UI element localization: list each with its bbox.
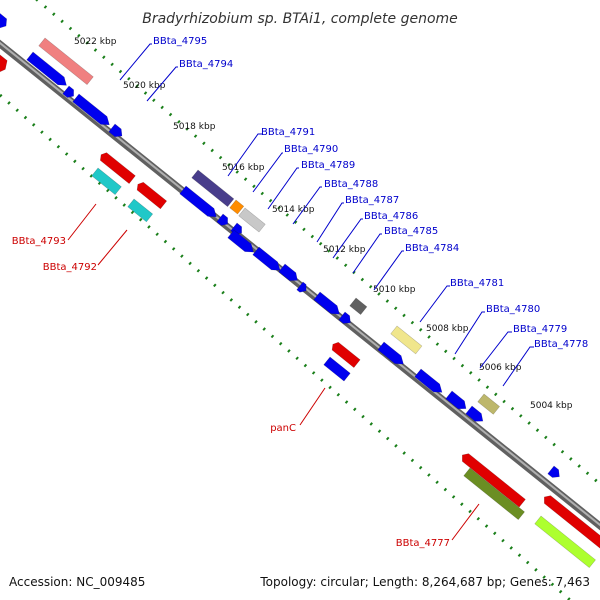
gene-feature[interactable] [414,368,445,396]
gene-feature[interactable] [108,123,125,140]
gene-label[interactable]: BBta_4777 [396,538,450,549]
gene-feature[interactable] [338,311,354,327]
gene-feature[interactable] [463,467,525,521]
gene-feature[interactable] [296,281,310,295]
gene-feature[interactable] [0,52,10,75]
gene-label[interactable]: BBta_4785 [384,226,438,237]
gene-label[interactable]: BBta_4787 [345,195,399,206]
gene-feature[interactable] [541,493,600,553]
gene-label[interactable]: BBta_4792 [43,262,97,273]
gene-feature[interactable] [179,185,220,221]
gene-feature[interactable] [323,356,351,382]
forward-gene-labels: BBta_4795 BBta_4794 BBta_4791 BBta_4790 … [153,36,588,350]
gene-feature[interactable] [377,341,407,368]
gene-label[interactable]: BBta_4781 [450,278,504,289]
gene-label[interactable]: BBta_4784 [405,243,459,254]
gene-feature[interactable] [349,297,368,315]
gene-label[interactable]: BBta_4790 [284,144,338,155]
gene-label[interactable]: BBta_4794 [179,59,233,70]
forward-leaders [119,43,534,387]
gene-label[interactable]: BBta_4795 [153,36,207,47]
gene-feature[interactable] [127,198,154,223]
gene-label[interactable]: BBta_4786 [364,211,418,222]
genome-summary: Topology: circular; Length: 8,264,687 bp… [259,575,590,589]
map-title: Bradyrhizobium sp. BTAi1, complete genom… [142,11,458,27]
ruler-label-5006: 5006 kbp [479,363,522,373]
gene-features [0,12,600,569]
gene-label[interactable]: BBta_4778 [534,339,588,350]
gene-feature[interactable] [252,246,283,274]
gene-feature[interactable] [191,169,235,207]
gene-feature[interactable] [216,213,231,228]
ruler-label-5008: 5008 kbp [426,324,469,334]
gene-feature[interactable] [445,390,469,413]
outer-scale-track [35,0,600,486]
inner-scale-track [0,93,571,600]
gene-feature[interactable] [278,263,301,284]
gene-feature[interactable] [477,393,500,415]
gene-label[interactable]: BBta_4789 [301,160,355,171]
gene-feature[interactable] [229,199,245,215]
gene-feature[interactable] [465,405,486,425]
gene-feature[interactable] [38,37,94,85]
gene-feature[interactable] [0,12,10,30]
gene-feature[interactable] [72,93,113,129]
gene-label[interactable]: BBta_4788 [324,179,378,190]
reverse-leaders [67,203,480,541]
gene-label[interactable]: BBta_4793 [12,236,66,247]
gene-feature[interactable] [534,515,596,569]
gene-feature[interactable] [135,180,168,210]
ruler-label-5004: 5004 kbp [530,401,573,411]
ruler-label-5010: 5010 kbp [373,285,416,295]
ruler-label-5020: 5020 kbp [123,81,166,91]
gene-label[interactable]: panC [270,423,296,434]
gene-feature[interactable] [459,451,526,508]
gene-feature[interactable] [26,51,70,89]
gene-feature[interactable] [98,151,136,184]
ruler-label-5022: 5022 kbp [74,37,117,47]
gene-feature[interactable] [238,207,266,233]
accession-text: Accession: NC_009485 [9,575,145,589]
reverse-gene-labels: BBta_4793 BBta_4792 panC BBta_4777 [12,236,450,549]
gene-label[interactable]: BBta_4779 [513,324,567,335]
gene-label[interactable]: BBta_4791 [261,127,315,138]
gene-label[interactable]: BBta_4780 [486,304,540,315]
gene-feature[interactable] [227,229,257,256]
kbp-ruler: 5022 kbp 5020 kbp 5018 kbp 5016 kbp 5014… [74,37,573,411]
gene-feature[interactable] [547,465,563,481]
ruler-label-5016: 5016 kbp [222,163,265,173]
gene-feature[interactable] [313,291,343,318]
ruler-label-5014: 5014 kbp [272,205,315,215]
gene-feature[interactable] [330,340,361,368]
ruler-label-5018: 5018 kbp [173,122,216,132]
gene-feature[interactable] [62,85,77,100]
gene-feature[interactable] [91,167,122,195]
ruler-label-5012: 5012 kbp [323,245,366,255]
gene-feature[interactable] [390,325,423,355]
